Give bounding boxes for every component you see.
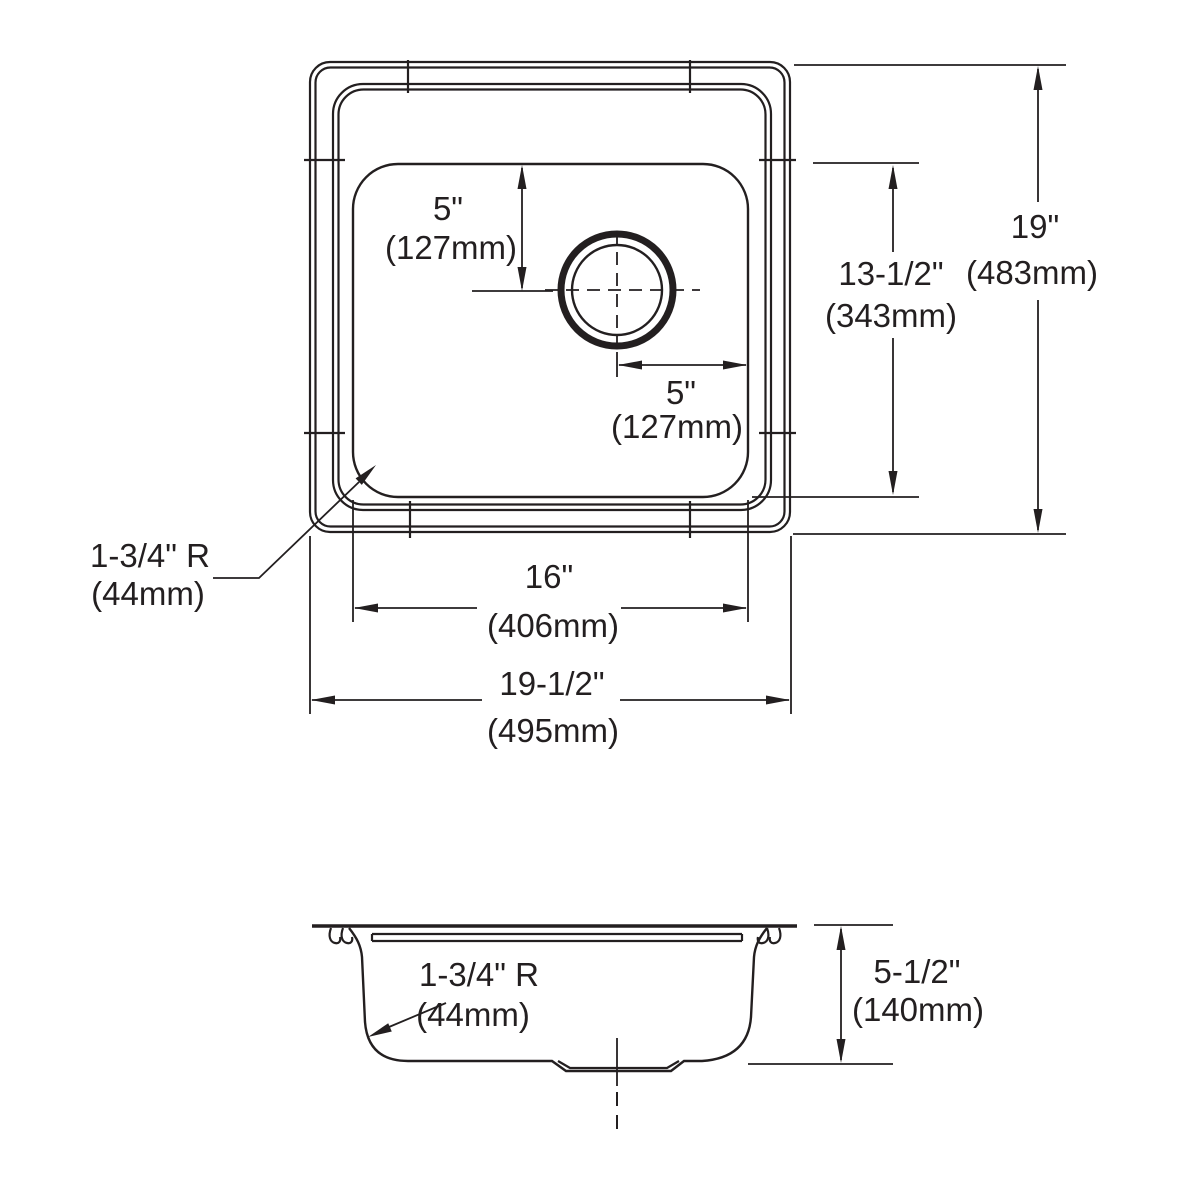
callout-corner-radius-side-label: 1-3/4" R: [419, 956, 539, 993]
dim-bowl-front-to-back-inches: 13-1/2": [838, 255, 943, 292]
dim-overall-front-to-back-inches: 19": [1011, 208, 1059, 245]
dim-overall-width: 19-1/2" (495mm): [309, 536, 792, 749]
dim-bowl-depth-mm: (140mm): [852, 991, 984, 1028]
dim-bowl-width-mm: (406mm): [487, 607, 619, 644]
mounting-clip-left: [328, 927, 354, 945]
bowl-profile: [348, 927, 768, 1073]
bowl-edge: [351, 162, 750, 499]
sink-rim-ledge-inner-line: [337, 88, 767, 506]
dim-bowl-width-inches: 16": [525, 558, 573, 595]
side-view: 1-3/4" R (44mm) 5-1/2" (140mm): [312, 924, 984, 1130]
dim-bowl-depth-inches: 5-1/2": [874, 953, 961, 990]
callout-corner-radius-top-label: 1-3/4" R: [90, 537, 210, 574]
callout-corner-radius-top-mm: (44mm): [91, 575, 205, 612]
dim-overall-front-to-back-mm: (483mm): [966, 254, 1098, 291]
dim-bowl-depth: 5-1/2" (140mm): [748, 924, 984, 1065]
radius-leader-arrow-side: [368, 1023, 392, 1037]
drain-boss-inner-line: [557, 1060, 680, 1070]
dim-bowl-front-to-back-mm: (343mm): [825, 297, 957, 334]
dim-overall-width-inches: 19-1/2": [499, 665, 604, 702]
dim-drain-offset-vertical: 5" (127mm): [385, 165, 618, 377]
radius-leader-line-side: [388, 1002, 447, 1028]
callout-corner-radius-side-mm: (44mm): [416, 996, 530, 1033]
sink-outer-edge: [308, 60, 792, 534]
sink-rim-ledge: [331, 82, 773, 512]
radius-leader-line: [213, 481, 360, 579]
dim-drain-offset-vertical-inches: 5": [433, 190, 463, 227]
dim-drain-offset-vertical-mm: (127mm): [385, 229, 517, 266]
dim-drain-offset-horizontal-inches: 5": [666, 374, 696, 411]
rim-ledge-lines: [370, 932, 744, 943]
sink-outer-edge-inner-line: [314, 66, 786, 528]
rim-tick-marks: [304, 60, 796, 538]
drain-opening: [545, 230, 700, 350]
top-view: 5" (127mm) 5" (127mm) 13-1/2" (343mm): [90, 60, 1098, 749]
radius-leader-arrow: [355, 465, 376, 485]
callout-corner-radius-top-view: 1-3/4" R (44mm): [90, 465, 376, 612]
dim-overall-front-to-back: 19" (483mm): [793, 64, 1098, 535]
dim-drain-offset-horizontal-mm: (127mm): [611, 408, 743, 445]
dim-drain-offset-horizontal: 5" (127mm): [611, 360, 747, 445]
callout-corner-radius-side-view: 1-3/4" R (44mm): [368, 956, 539, 1037]
dim-bowl-width: 16" (406mm): [352, 500, 749, 644]
dim-bowl-front-to-back: 13-1/2" (343mm): [752, 162, 957, 498]
dim-overall-width-mm: (495mm): [487, 712, 619, 749]
